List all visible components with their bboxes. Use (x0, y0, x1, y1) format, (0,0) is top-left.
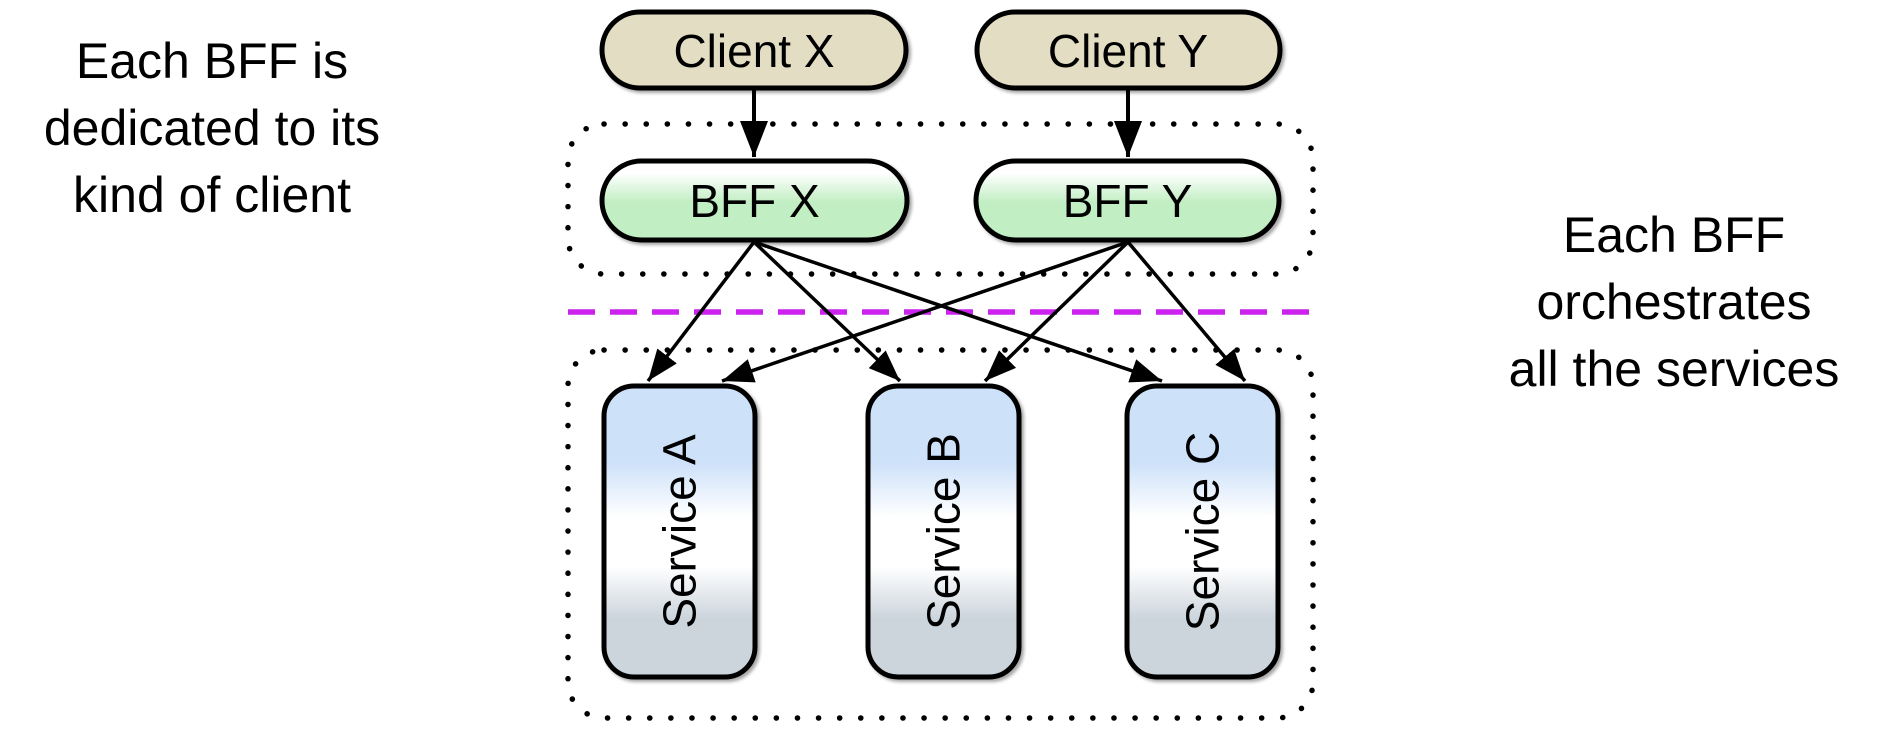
arrow-bff-y-to-service-c (1126, 240, 1247, 383)
bff-y-shape (973, 158, 1282, 243)
bff-layer-container (565, 121, 1316, 277)
right-annotation-line-2: orchestrates (1536, 274, 1811, 330)
bff-to-service-arrows (646, 240, 1247, 383)
arrow-bff-y-to-service-b (983, 240, 1130, 383)
bff-y-node: BFF Y (973, 158, 1282, 243)
right-annotation-line-3: all the services (1509, 341, 1840, 397)
service-a-label: Service A (654, 434, 706, 629)
service-b-label: Service B (918, 433, 970, 630)
service-c-shape (1124, 383, 1281, 680)
service-b-shape (865, 383, 1022, 680)
left-annotation-line-1: Each BFF is (76, 33, 348, 89)
client-x-label: Client X (673, 25, 834, 77)
service-a-shape (601, 383, 758, 680)
bff-x-node: BFF X (599, 158, 910, 243)
arrow-bff-x-to-service-c (753, 240, 1163, 383)
left-annotation-line-3: kind of client (73, 167, 351, 223)
arrow-bff-y-to-service-a (721, 240, 1129, 383)
services-layer-container (565, 347, 1316, 721)
service-c-label: Service C (1177, 432, 1229, 631)
right-annotation: Each BFF orchestrates all the services (1509, 207, 1840, 397)
bff-x-label: BFF X (689, 175, 819, 227)
left-annotation: Each BFF is dedicated to its kind of cli… (44, 33, 380, 223)
service-b-node: Service B (865, 383, 1022, 680)
bff-y-label: BFF Y (1063, 175, 1193, 227)
bff-x-shape (599, 158, 910, 243)
right-annotation-line-1: Each BFF (1563, 207, 1785, 263)
client-y-label: Client Y (1048, 25, 1208, 77)
left-annotation-line-2: dedicated to its (44, 100, 380, 156)
client-y-shape (974, 9, 1283, 91)
service-a-node: Service A (601, 383, 758, 680)
service-c-node: Service C (1124, 383, 1281, 680)
client-x-shape (599, 9, 909, 91)
arrow-bff-x-to-service-a (646, 240, 756, 383)
client-y-node: Client Y (974, 9, 1283, 91)
client-x-node: Client X (599, 9, 909, 91)
arrow-bff-x-to-service-b (752, 240, 902, 383)
